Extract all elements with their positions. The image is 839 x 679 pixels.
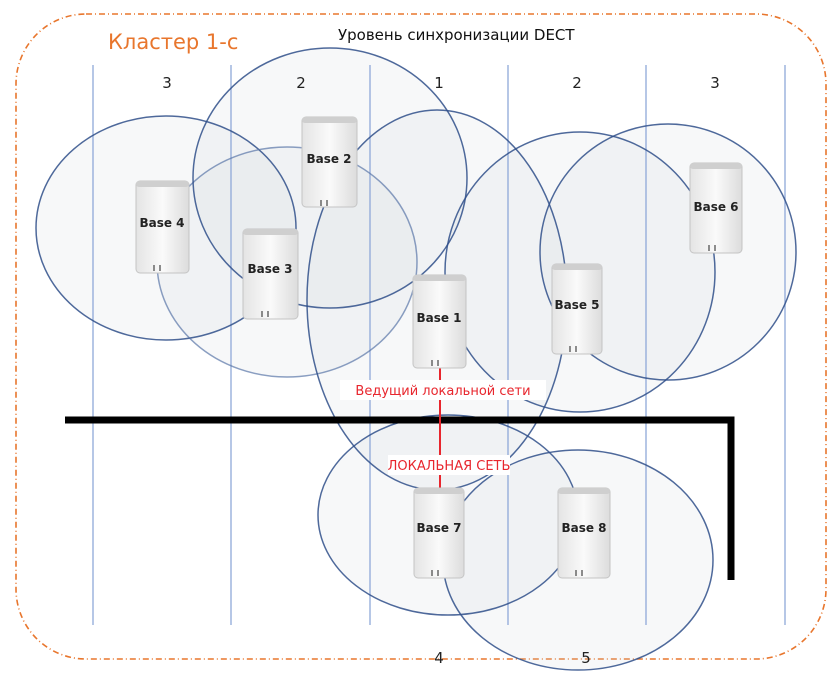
lan-master-label: Ведущий локальной сети [355,384,530,399]
coverage-circle-base4 [35,115,297,341]
base-station-base4: Base 4 [135,180,190,274]
base-label-base5: Base 5 [554,298,599,312]
lan-master-label-bg [340,380,546,400]
lan-label: ЛОКАЛЬНАЯ СЕТЬ [388,459,511,474]
base-station-base5: Base 5 [551,263,603,355]
sync-level-label: 4 [434,649,444,667]
sync-level-label: 2 [572,74,582,92]
lan-label-bg [388,455,510,475]
base-label-base3: Base 3 [247,262,292,276]
base-station-base3: Base 3 [242,228,299,320]
base-station-base2: Base 2 [301,116,358,208]
base-label-base4: Base 4 [139,216,184,230]
sync-level-label: 5 [581,649,591,667]
wall-line [65,416,735,580]
base-station-base1: Base 1 [412,274,467,369]
cluster-border [15,13,827,660]
base-label-base1: Base 1 [416,311,461,325]
base-station-base8: Base 8 [557,487,611,579]
sync-level-label: 2 [296,74,306,92]
base-station-base7: Base 7 [413,487,465,579]
base-label-base7: Base 7 [416,521,461,535]
coverage-circle-base5 [444,131,716,413]
coverage-circle-base2 [192,47,468,309]
coverage-circle-base6 [539,123,797,381]
base-label-base8: Base 8 [561,521,606,535]
sync-level-label: 3 [162,74,172,92]
sync-level-title: Уровень синхронизации DECT [338,26,575,44]
sync-level-label: 1 [434,74,444,92]
cluster-title: Кластер 1-с [108,30,238,54]
base-label-base6: Base 6 [693,200,738,214]
sync-level-label: 3 [710,74,720,92]
base-station-base6: Base 6 [689,162,743,254]
base-label-base2: Base 2 [306,152,351,166]
